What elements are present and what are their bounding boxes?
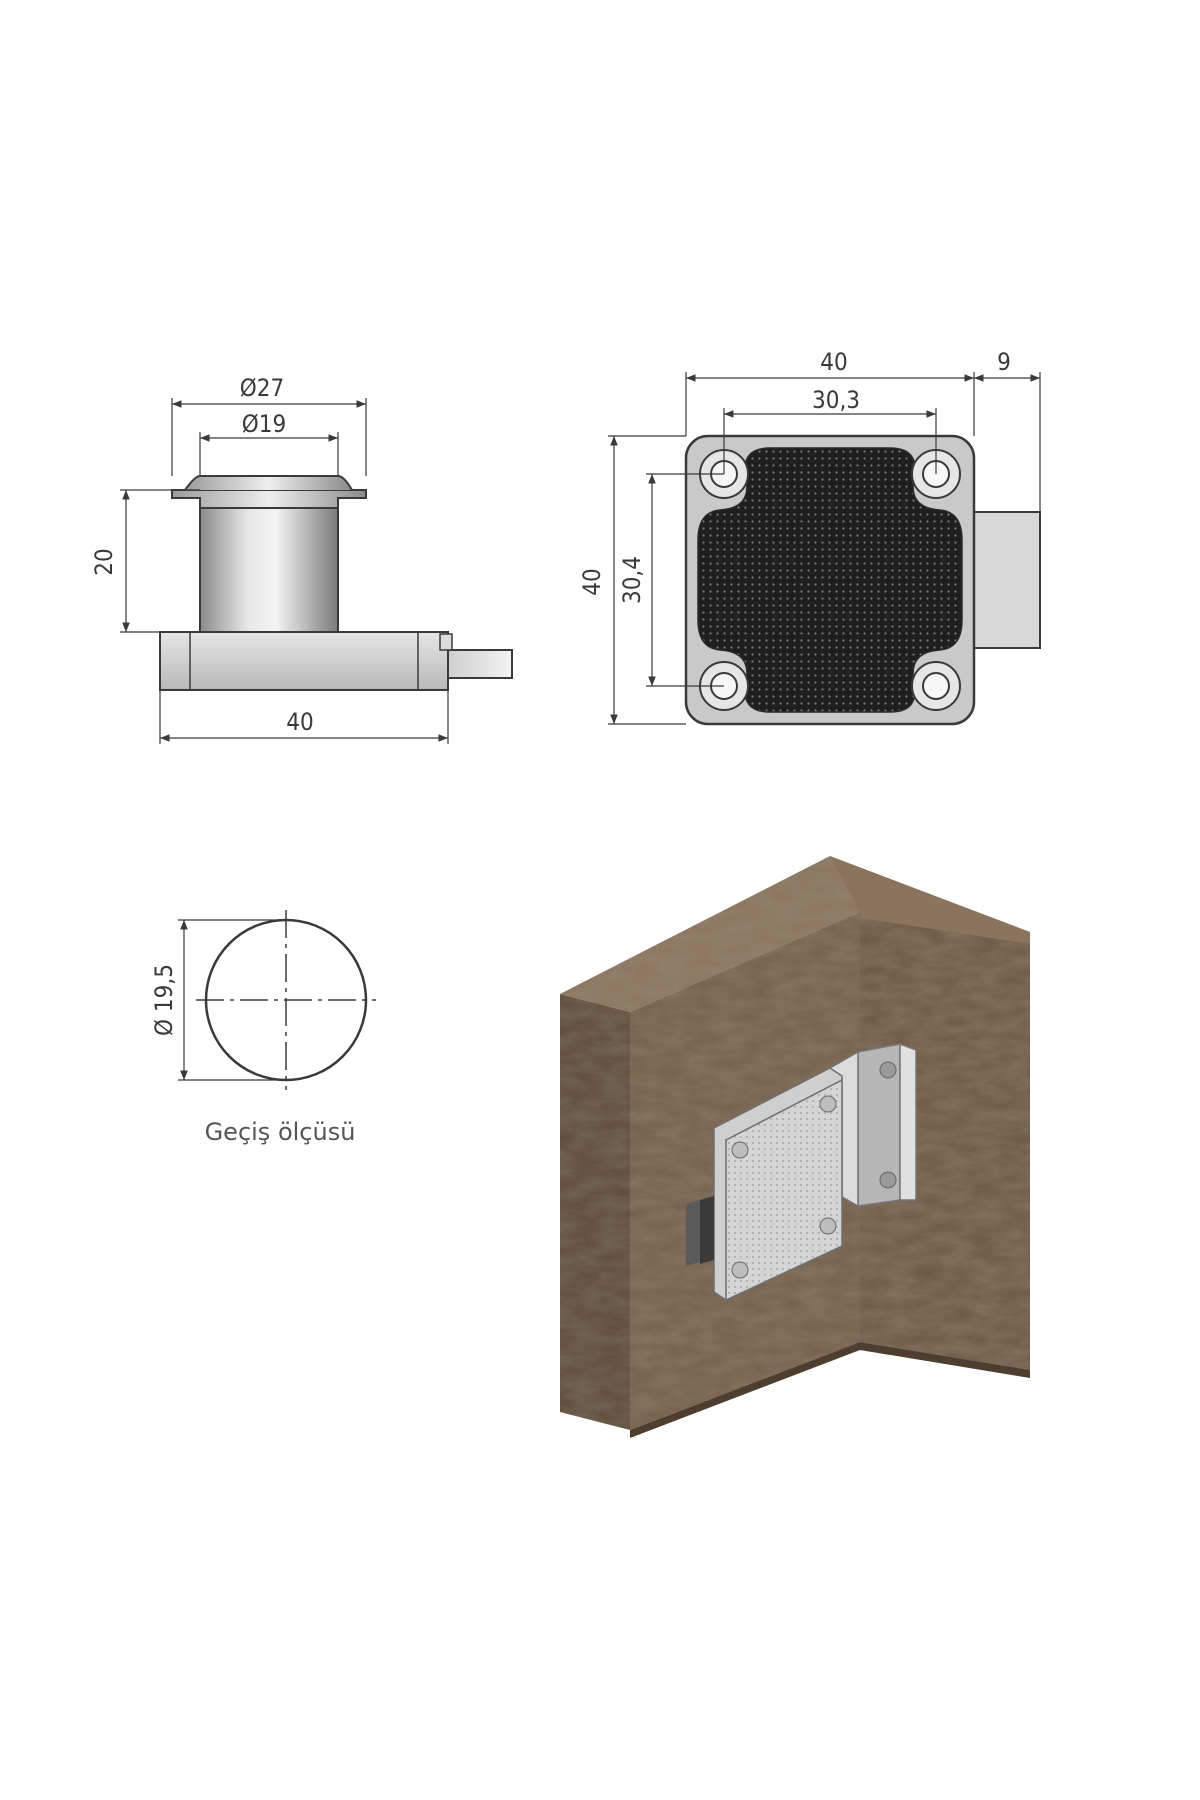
dim-cutout-diameter: Ø 19,5 xyxy=(150,964,178,1036)
dim-front-height: 40 xyxy=(578,568,606,595)
dim-hole-spacing-vertical: 30,4 xyxy=(618,556,646,604)
dim-bolt-projection: 9 xyxy=(997,348,1011,376)
front-view-latch-bolt xyxy=(971,511,1041,649)
dim-hole-spacing-horizontal: 30,3 xyxy=(812,386,860,414)
front-view-textured-pad xyxy=(697,447,963,713)
screw-hole-bottom-right xyxy=(911,661,961,711)
lock-body-3d xyxy=(829,1042,917,1208)
dim-front-width: 40 xyxy=(820,348,847,376)
dim-inner-diameter: Ø19 xyxy=(242,410,286,438)
side-view-latch-bolt xyxy=(447,649,513,679)
side-view-drawing: Ø27 Ø19 20 40 xyxy=(90,374,513,744)
dim-width: 40 xyxy=(286,708,313,736)
side-view-flange xyxy=(171,489,367,509)
lock-plate-3d xyxy=(686,1067,843,1302)
side-view-cylinder xyxy=(199,507,339,633)
mounting-illustration xyxy=(560,856,1030,1438)
cutout-caption: Geçiş ölçüsü xyxy=(205,1118,356,1146)
side-view-base-plate xyxy=(159,631,449,691)
cutout-view-drawing: Ø 19,5 Geçiş ölçüsü xyxy=(150,910,376,1146)
dim-outer-diameter: Ø27 xyxy=(240,374,284,402)
front-view-drawing: 40 9 30,3 40 30,4 xyxy=(578,348,1041,726)
dim-height: 20 xyxy=(90,548,118,575)
